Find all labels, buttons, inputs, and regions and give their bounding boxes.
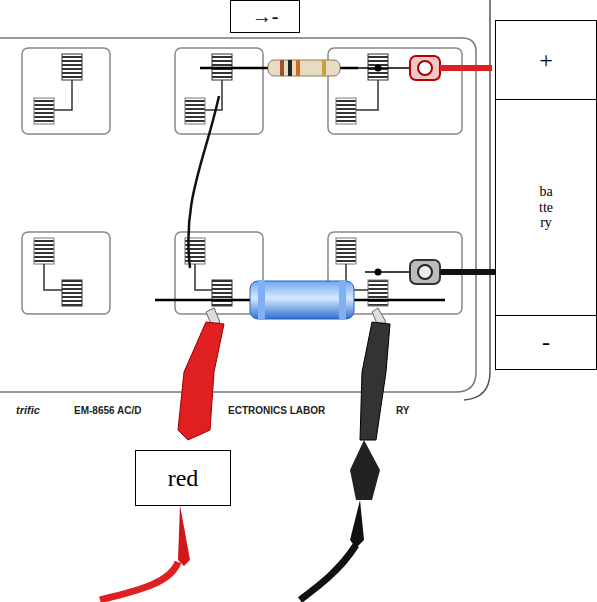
node-text: - bbox=[542, 329, 550, 356]
spring-clip bbox=[62, 54, 82, 80]
model-text: EM-8656 AC/D bbox=[74, 405, 141, 416]
spring-clip bbox=[356, 80, 378, 110]
brand-text: trific bbox=[16, 404, 40, 416]
spring-clip bbox=[205, 80, 222, 110]
spring-clip bbox=[195, 264, 212, 290]
spring-clip bbox=[44, 264, 62, 290]
spring-clip bbox=[368, 280, 388, 306]
model-text: ECTRONICS LABOR bbox=[228, 405, 325, 416]
spring-clip bbox=[62, 280, 82, 306]
spring-clip bbox=[185, 98, 205, 124]
node-text: battery bbox=[539, 184, 553, 230]
spring-clip bbox=[336, 98, 356, 124]
spring-clip bbox=[336, 238, 356, 264]
node-text: red bbox=[168, 465, 199, 492]
spring-clip bbox=[34, 238, 54, 264]
spring-clip bbox=[54, 80, 72, 110]
spring-clip bbox=[34, 98, 54, 124]
probe-label: red bbox=[135, 450, 231, 506]
model-text: RY bbox=[396, 405, 410, 416]
battery-plus: + bbox=[495, 20, 597, 100]
spring-clip bbox=[212, 280, 232, 306]
spring-clip bbox=[368, 54, 388, 80]
node-text: →- bbox=[252, 5, 279, 28]
node-text: + bbox=[539, 47, 553, 74]
symbol-box: →- bbox=[230, 0, 300, 33]
battery-minus: - bbox=[495, 315, 597, 370]
battery-label: battery bbox=[495, 99, 597, 316]
